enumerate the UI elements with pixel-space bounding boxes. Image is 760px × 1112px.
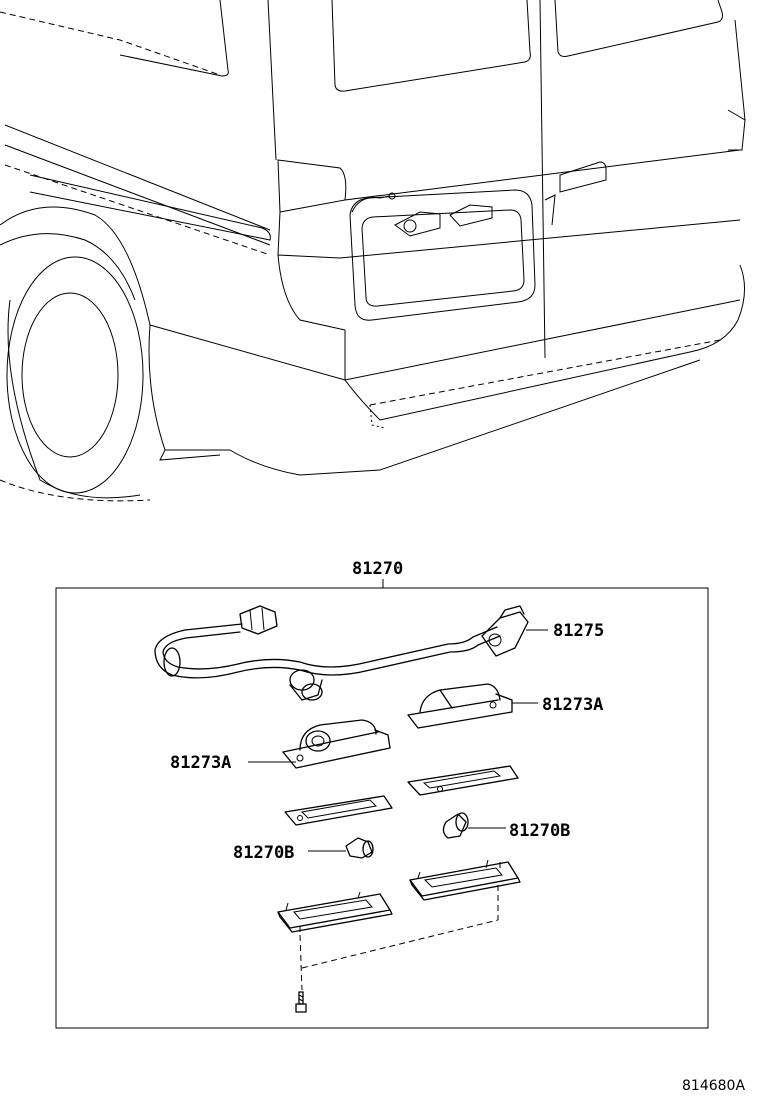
bulb-left: 81270B [233,837,374,863]
lens-upper-right: 81273A [407,683,603,729]
assembly-box [55,587,709,1029]
gasket-left [284,795,393,826]
assembly-group: 81270 [55,559,709,1029]
lens-left-label: 81273A [170,753,231,773]
bulb-right-label: 81270B [509,821,570,841]
screw-guides [299,885,499,991]
wire-harness-label: 81275 [553,621,604,641]
bulb-right: 81270B [442,812,570,841]
housing-left [277,891,393,933]
lens-upper-label: 81273A [542,695,603,715]
screw [295,991,307,1013]
wire-harness: 81275 [154,605,604,701]
lens-left: 81273A [170,719,391,773]
bulb-left-label: 81270B [233,843,294,863]
figure-reference: 814680A [682,1078,745,1094]
vehicle-rear-view [0,0,746,502]
housing-right [409,859,521,901]
assembly-label: 81270 [352,559,403,579]
gasket-right [407,765,519,796]
